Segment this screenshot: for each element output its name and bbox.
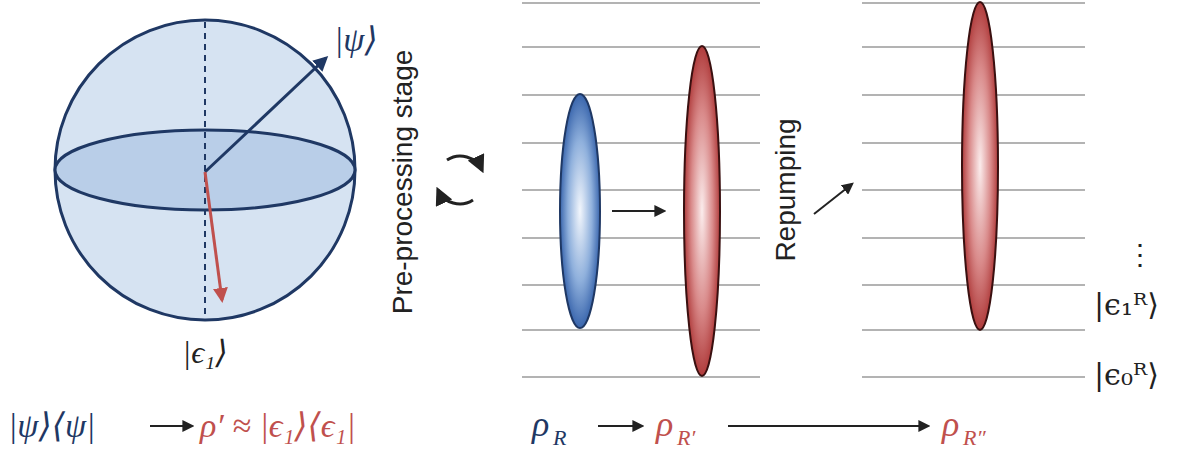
transition-arrow — [612, 210, 664, 212]
cycle-icon — [438, 156, 482, 204]
formula: ρ — [942, 406, 959, 442]
state-label: |ϵ₁⟩ — [182, 336, 227, 368]
formula-subscript: R″ — [963, 427, 986, 449]
stage-label: Pre-processing stage — [389, 50, 417, 315]
map-arrow — [150, 425, 192, 427]
formula: |ψ⟩⟨ψ| — [8, 409, 95, 443]
energy-levels — [522, 3, 1085, 377]
formula-subscript: R — [553, 427, 566, 449]
formula: ρ′ ≈ |ϵ₁⟩⟨ϵ₁| — [200, 409, 356, 443]
map-arrow — [598, 425, 642, 427]
level-label: |ϵ₁ᴿ⟩ — [1094, 290, 1159, 320]
formula: ρ — [532, 406, 549, 442]
repump-arrow — [814, 184, 852, 214]
ellipsis: ⋮ — [1126, 241, 1154, 269]
population-red-repumped — [962, 2, 998, 330]
level-label: |ϵ₀ᴿ⟩ — [1094, 360, 1159, 390]
formula-subscript: R′ — [677, 427, 695, 449]
population-blue — [560, 94, 600, 328]
population-red — [684, 46, 720, 376]
map-arrow — [728, 425, 928, 427]
bloch-sphere — [55, 20, 355, 320]
formula: ρ — [656, 406, 673, 442]
stage-label: Repumping — [772, 118, 800, 261]
state-label: |ψ⟩ — [334, 23, 378, 57]
